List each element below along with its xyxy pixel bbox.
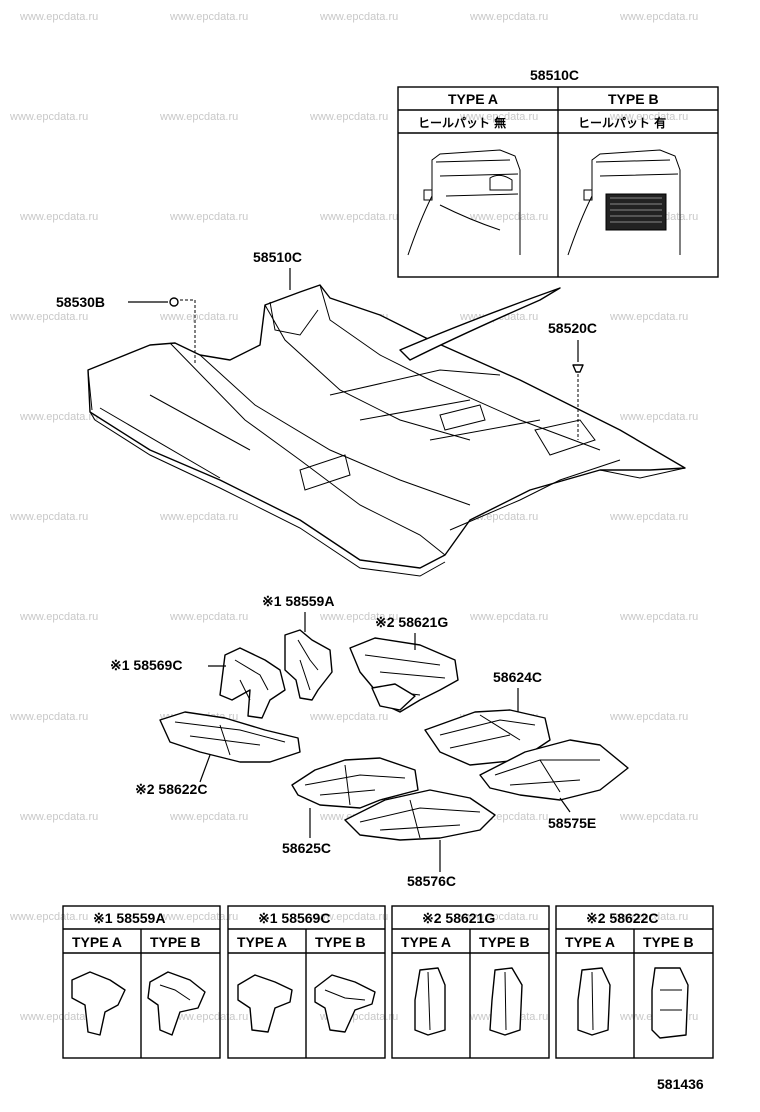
watermark-text: www.epcdata.ru xyxy=(169,1011,248,1023)
watermark-text: www.epcdata.ru xyxy=(159,511,238,523)
label-58559a: ※1 58559A xyxy=(262,593,334,609)
table4-title: ※2 58622C xyxy=(586,910,658,926)
bottom-table-58621g: ※2 58621G TYPE A TYPE B xyxy=(391,905,550,1059)
inset-note-a: ヒールパット 無 xyxy=(418,115,506,130)
watermark-text: www.epcdata.ru xyxy=(609,311,688,323)
watermark-text: www.epcdata.ru xyxy=(169,11,248,23)
diagram-number: 581436 xyxy=(657,1076,704,1092)
label-58530b: 58530B xyxy=(56,294,105,310)
watermark-text: www.epcdata.ru xyxy=(319,211,398,223)
inset-note-b: ヒールパット 有 xyxy=(578,115,666,130)
watermark-text: www.epcdata.ru xyxy=(9,511,88,523)
watermark-text: www.epcdata.ru xyxy=(609,711,688,723)
watermark-text: www.epcdata.ru xyxy=(619,11,698,23)
label-58576c: 58576C xyxy=(407,873,456,889)
label-58569c: ※1 58569C xyxy=(110,657,182,673)
watermark-text: www.epcdata.ru xyxy=(619,811,698,823)
table1-title: ※1 58559A xyxy=(93,910,165,926)
table2-title: ※1 58569C xyxy=(258,910,330,926)
table1-type-a: TYPE A xyxy=(72,934,122,950)
label-58575e: 58575E xyxy=(548,815,596,831)
bottom-table-58622c: ※2 58622C TYPE A TYPE B xyxy=(555,905,714,1059)
table4-type-b: TYPE B xyxy=(643,934,694,950)
table3-title: ※2 58621G xyxy=(422,910,495,926)
inset-table-58510c: 58510C TYPE A TYPE B ヒールパット 無 ヒールパット 有 xyxy=(397,67,719,278)
watermark-text: www.epcdata.ru xyxy=(309,711,388,723)
table2-type-a: TYPE A xyxy=(237,934,287,950)
watermark-text: www.epcdata.ru xyxy=(9,311,88,323)
label-58624c: 58624C xyxy=(493,669,542,685)
part-58625c xyxy=(291,757,419,809)
inset-title: 58510C xyxy=(530,67,579,83)
part-58559a xyxy=(284,629,333,701)
watermark-text: www.epcdata.ru xyxy=(169,811,248,823)
label-58622c: ※2 58622C xyxy=(135,781,207,797)
part-58576c xyxy=(344,789,496,841)
watermark-text: www.epcdata.ru xyxy=(159,311,238,323)
part-58575e xyxy=(479,739,629,801)
label-58621g: ※2 58621G xyxy=(375,614,448,630)
watermark-text: www.epcdata.ru xyxy=(609,111,688,123)
watermark-text: www.epcdata.ru xyxy=(9,711,88,723)
watermark-text: www.epcdata.ru xyxy=(19,11,98,23)
watermark-text: www.epcdata.ru xyxy=(9,911,88,923)
watermark-text: www.epcdata.ru xyxy=(169,611,248,623)
table3-type-a: TYPE A xyxy=(401,934,451,950)
label-58510c-floor: 58510C xyxy=(253,249,302,265)
part-58621g xyxy=(349,637,459,713)
watermark-text: www.epcdata.ru xyxy=(19,811,98,823)
watermark-text: www.epcdata.ru xyxy=(169,211,248,223)
part-58624c xyxy=(424,709,551,766)
watermark-text: www.epcdata.ru xyxy=(619,411,698,423)
label-58520c: 58520C xyxy=(548,320,597,336)
watermark-text: www.epcdata.ru xyxy=(319,11,398,23)
table3-type-b: TYPE B xyxy=(479,934,530,950)
watermark-text: www.epcdata.ru xyxy=(309,911,388,923)
watermark-text: www.epcdata.ru xyxy=(609,911,688,923)
part-58569c xyxy=(219,647,286,719)
type-b-floor-sketch xyxy=(567,149,681,256)
part-58622c xyxy=(159,711,301,763)
inset-type-b: TYPE B xyxy=(608,91,659,107)
watermark-text: www.epcdata.ru xyxy=(19,1011,98,1023)
watermark-text: www.epcdata.ru xyxy=(159,911,238,923)
bottom-table-58559a: ※1 58559A TYPE A TYPE B xyxy=(62,905,221,1059)
watermark-text: www.epcdata.ru xyxy=(19,411,98,423)
watermark-text: www.epcdata.ru xyxy=(319,611,398,623)
table4-type-a: TYPE A xyxy=(565,934,615,950)
watermark-text: www.epcdata.ru xyxy=(459,911,538,923)
type-a-floor-sketch xyxy=(407,149,521,256)
watermark-text: www.epcdata.ru xyxy=(459,111,538,123)
table1-type-b: TYPE B xyxy=(150,934,201,950)
inset-type-a: TYPE A xyxy=(448,91,498,107)
bottom-table-58569c: ※1 58569C TYPE A TYPE B xyxy=(227,905,386,1059)
watermark-text: www.epcdata.ru xyxy=(159,111,238,123)
watermark-text: www.epcdata.ru xyxy=(469,611,548,623)
watermark-text: www.epcdata.ru xyxy=(309,111,388,123)
watermark-text: www.epcdata.ru xyxy=(619,611,698,623)
watermark-text: www.epcdata.ru xyxy=(19,211,98,223)
watermark-text: www.epcdata.ru xyxy=(469,211,548,223)
watermark-text: www.epcdata.ru xyxy=(9,111,88,123)
watermark-text: www.epcdata.ru xyxy=(609,511,688,523)
watermark-text: www.epcdata.ru xyxy=(19,611,98,623)
watermark-text: www.epcdata.ru xyxy=(469,11,548,23)
floor-pan-assembly xyxy=(87,284,686,577)
plug-icon xyxy=(169,297,179,307)
label-58625c: 58625C xyxy=(282,840,331,856)
clip-icon xyxy=(572,364,584,373)
table2-type-b: TYPE B xyxy=(315,934,366,950)
